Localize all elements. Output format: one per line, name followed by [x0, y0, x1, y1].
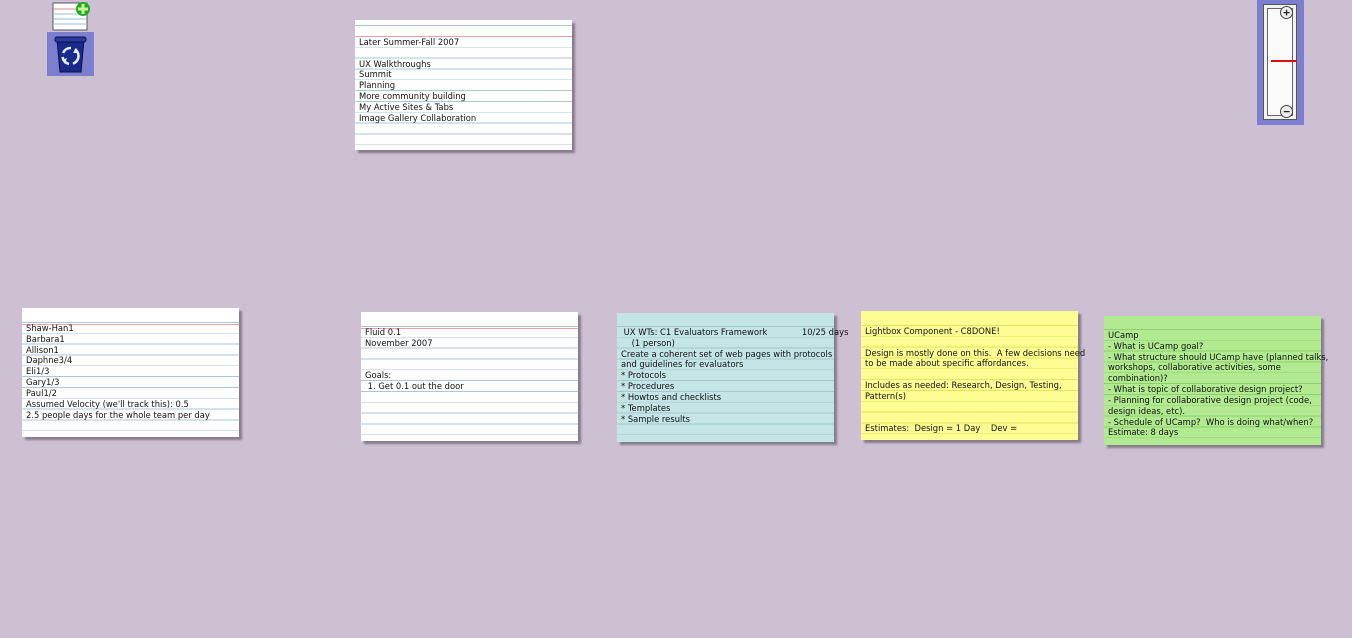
card-line: [365, 359, 574, 370]
card-line: [865, 402, 1074, 413]
card-line: [865, 337, 1074, 348]
card-line: Pattern(s): [865, 390, 907, 401]
card-line: More community building: [359, 91, 466, 102]
card-line: * Sample results: [621, 413, 690, 424]
card-line: [865, 369, 1074, 380]
card-line: Fluid 0.1: [365, 327, 402, 337]
card-line: Assumed Velocity (we'll track this): 0.5: [26, 398, 189, 409]
card-line: 2.5 people days for the whole team per d…: [26, 409, 210, 420]
card-lightbox[interactable]: Lightbox Component - C8DONE! Design is mo…: [861, 311, 1086, 440]
card-line: Includes as needed: Research, Design, Te…: [865, 380, 1062, 391]
card-line: Estimates: Design = 1 Day Dev =: [865, 423, 1018, 434]
card-line: Image Gallery Collaboration: [359, 112, 477, 123]
zoom-track-inner: [1267, 8, 1297, 116]
zoom-out-button[interactable]: −: [1280, 105, 1293, 118]
card-line: Barbara1: [26, 333, 65, 344]
card-line: design ideas, etc).: [1108, 405, 1186, 416]
card-line: Paul1/2: [26, 387, 57, 398]
card-line: Shaw-Han1: [26, 323, 74, 333]
card-line: to be made about specific affordances.: [865, 358, 1029, 369]
zoom-level-indicator[interactable]: [1271, 60, 1297, 62]
zoom-slider[interactable]: + −: [1257, 0, 1304, 125]
card-line: UX Walkthroughs: [359, 58, 431, 69]
card-line: Lightbox Component - C8DONE!: [865, 326, 1000, 336]
card-line: Summit: [359, 69, 392, 80]
card-line: and guidelines for evaluators: [621, 359, 744, 370]
card-ux-wts[interactable]: UX WTs: C1 Evaluators Framework 10/25 da…: [617, 313, 849, 442]
card-line: Eli1/3: [26, 366, 50, 377]
card-line: Planning: [359, 80, 396, 91]
card-line: [359, 48, 568, 59]
card-line: My Active Sites & Tabs: [359, 101, 454, 112]
card-line: Create a coherent set of web pages with …: [621, 348, 833, 359]
card-line: UX WTs: C1 Evaluators Framework 10/25 da…: [621, 327, 849, 337]
card-line: - What structure should UCamp have (plan…: [1108, 351, 1329, 362]
card-line: [865, 413, 1074, 424]
card-line: Estimate: 8 days: [1108, 427, 1179, 438]
new-card-icon[interactable]: [50, 0, 92, 32]
card-line: - What is UCamp goal?: [1108, 340, 1204, 351]
card-line: - What is topic of collaborative design …: [1108, 384, 1303, 395]
card-line: Gary1/3: [26, 377, 60, 388]
card-line: [365, 349, 574, 360]
card-line: Allison1: [26, 344, 59, 355]
card-line: UCamp: [1108, 330, 1139, 340]
card-line: * Procedures: [621, 381, 675, 392]
zoom-track[interactable]: [1263, 4, 1297, 120]
card-line: - Planning for collaborative design proj…: [1108, 394, 1312, 405]
card-line: * Templates: [621, 402, 671, 413]
card-line: - Schedule of UCamp? Who is doing what/w…: [1108, 416, 1314, 427]
card-line: * Howtos and checklists: [621, 391, 722, 402]
card-line: workshops, collaborative activities, som…: [1108, 362, 1281, 373]
card-line: combination)?: [1108, 373, 1168, 384]
recycle-bin-icon[interactable]: [47, 32, 94, 76]
card-line: (1 person): [621, 337, 675, 348]
card-line: * Protocols: [621, 370, 666, 381]
card-line: 1. Get 0.1 out the door: [365, 381, 464, 392]
card-line: Later Summer-Fall 2007: [359, 37, 460, 47]
card-line: Daphne3/4: [26, 355, 73, 366]
card-line: Goals:: [365, 370, 392, 381]
card-ucamp[interactable]: UCamp- What is UCamp goal?- What structu…: [1104, 316, 1329, 445]
card-line: November 2007: [365, 337, 433, 348]
zoom-in-button[interactable]: +: [1280, 6, 1293, 19]
card-line: Design is mostly done on this. A few dec…: [865, 347, 1086, 358]
